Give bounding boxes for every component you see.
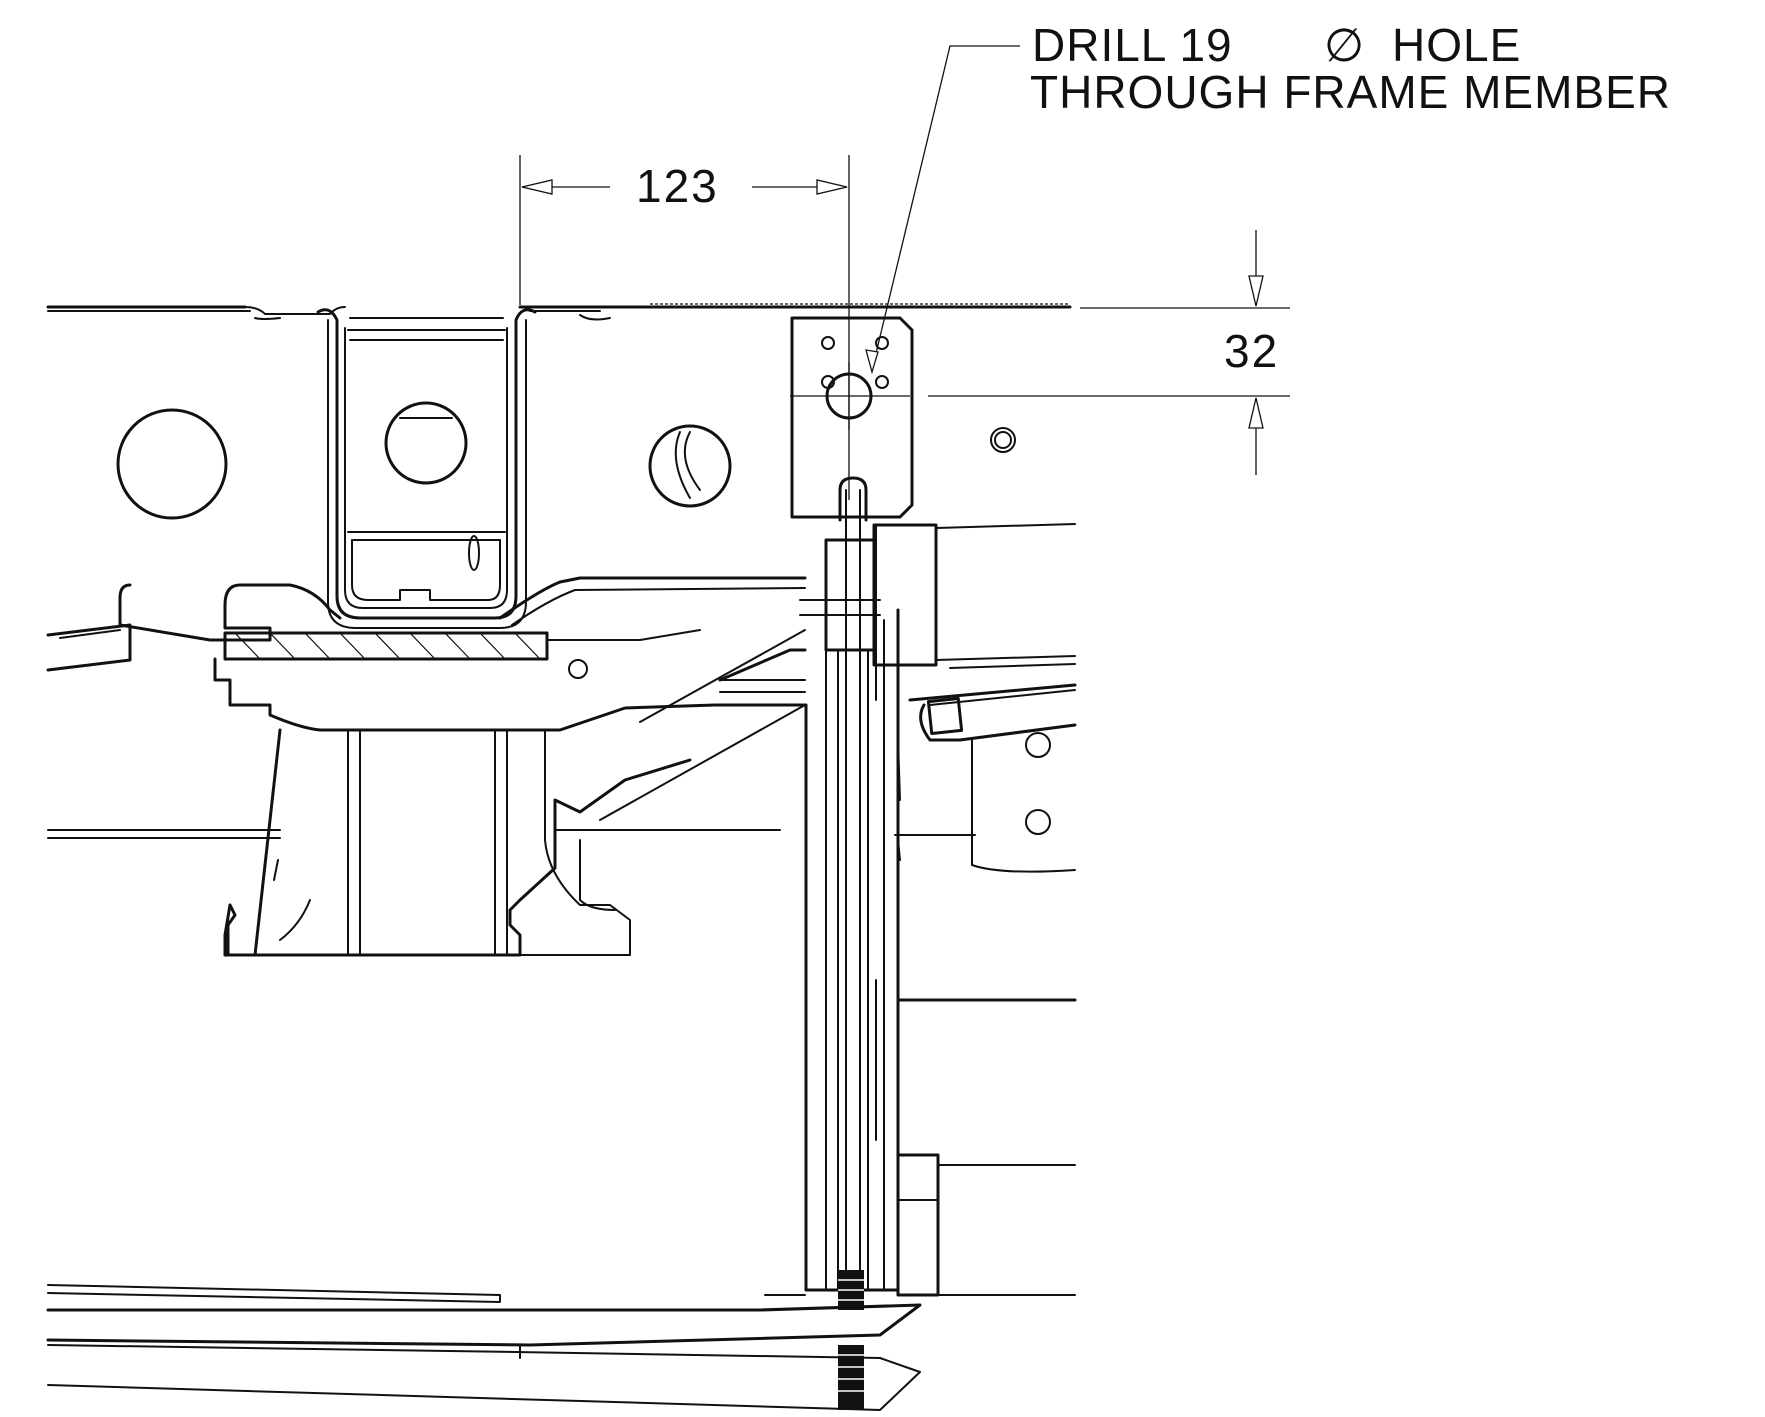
lower-casting bbox=[118, 576, 807, 957]
dim-arrow-right bbox=[816, 179, 848, 195]
leader-line bbox=[871, 45, 1020, 371]
dim-value-vertical: 32 bbox=[1224, 325, 1279, 377]
dim-arrow-left bbox=[521, 179, 553, 195]
dim-arrow-bottom bbox=[1248, 397, 1264, 429]
drill-hole-annotation: DRILL 19 ∅ HOLE THROUGH FRAME MEMBER bbox=[865, 19, 1671, 375]
right-frame-members bbox=[896, 523, 1077, 1296]
dimension-vertical: 32 bbox=[928, 230, 1290, 475]
leader-arrowhead bbox=[865, 349, 879, 375]
dimension-horizontal: 123 bbox=[519, 155, 850, 500]
annotation-line2: THROUGH FRAME MEMBER bbox=[1030, 66, 1671, 118]
bracket-plate bbox=[790, 316, 914, 519]
floor-plate bbox=[46, 303, 1072, 321]
frame-holes bbox=[116, 408, 1016, 520]
lightening-hole-1 bbox=[116, 408, 228, 520]
annotation-line1: DRILL 19 bbox=[1032, 19, 1233, 71]
crossmember-channel bbox=[316, 308, 537, 629]
annotation-line1-tail: HOLE bbox=[1392, 19, 1521, 71]
bolt-thread-lower bbox=[838, 1345, 864, 1410]
small-hole-right bbox=[990, 427, 1016, 453]
lightening-hole-3 bbox=[648, 424, 732, 508]
spring-leaves bbox=[46, 1284, 922, 1411]
hole-3-detail bbox=[674, 431, 701, 499]
dim-value-horizontal: 123 bbox=[636, 160, 719, 212]
diameter-symbol: ∅ bbox=[1324, 19, 1365, 71]
left-frame-rails bbox=[46, 623, 976, 839]
mounting-bracket bbox=[790, 316, 914, 519]
vertical-rod-assembly bbox=[799, 476, 940, 1410]
dim-arrow-top bbox=[1248, 275, 1264, 307]
